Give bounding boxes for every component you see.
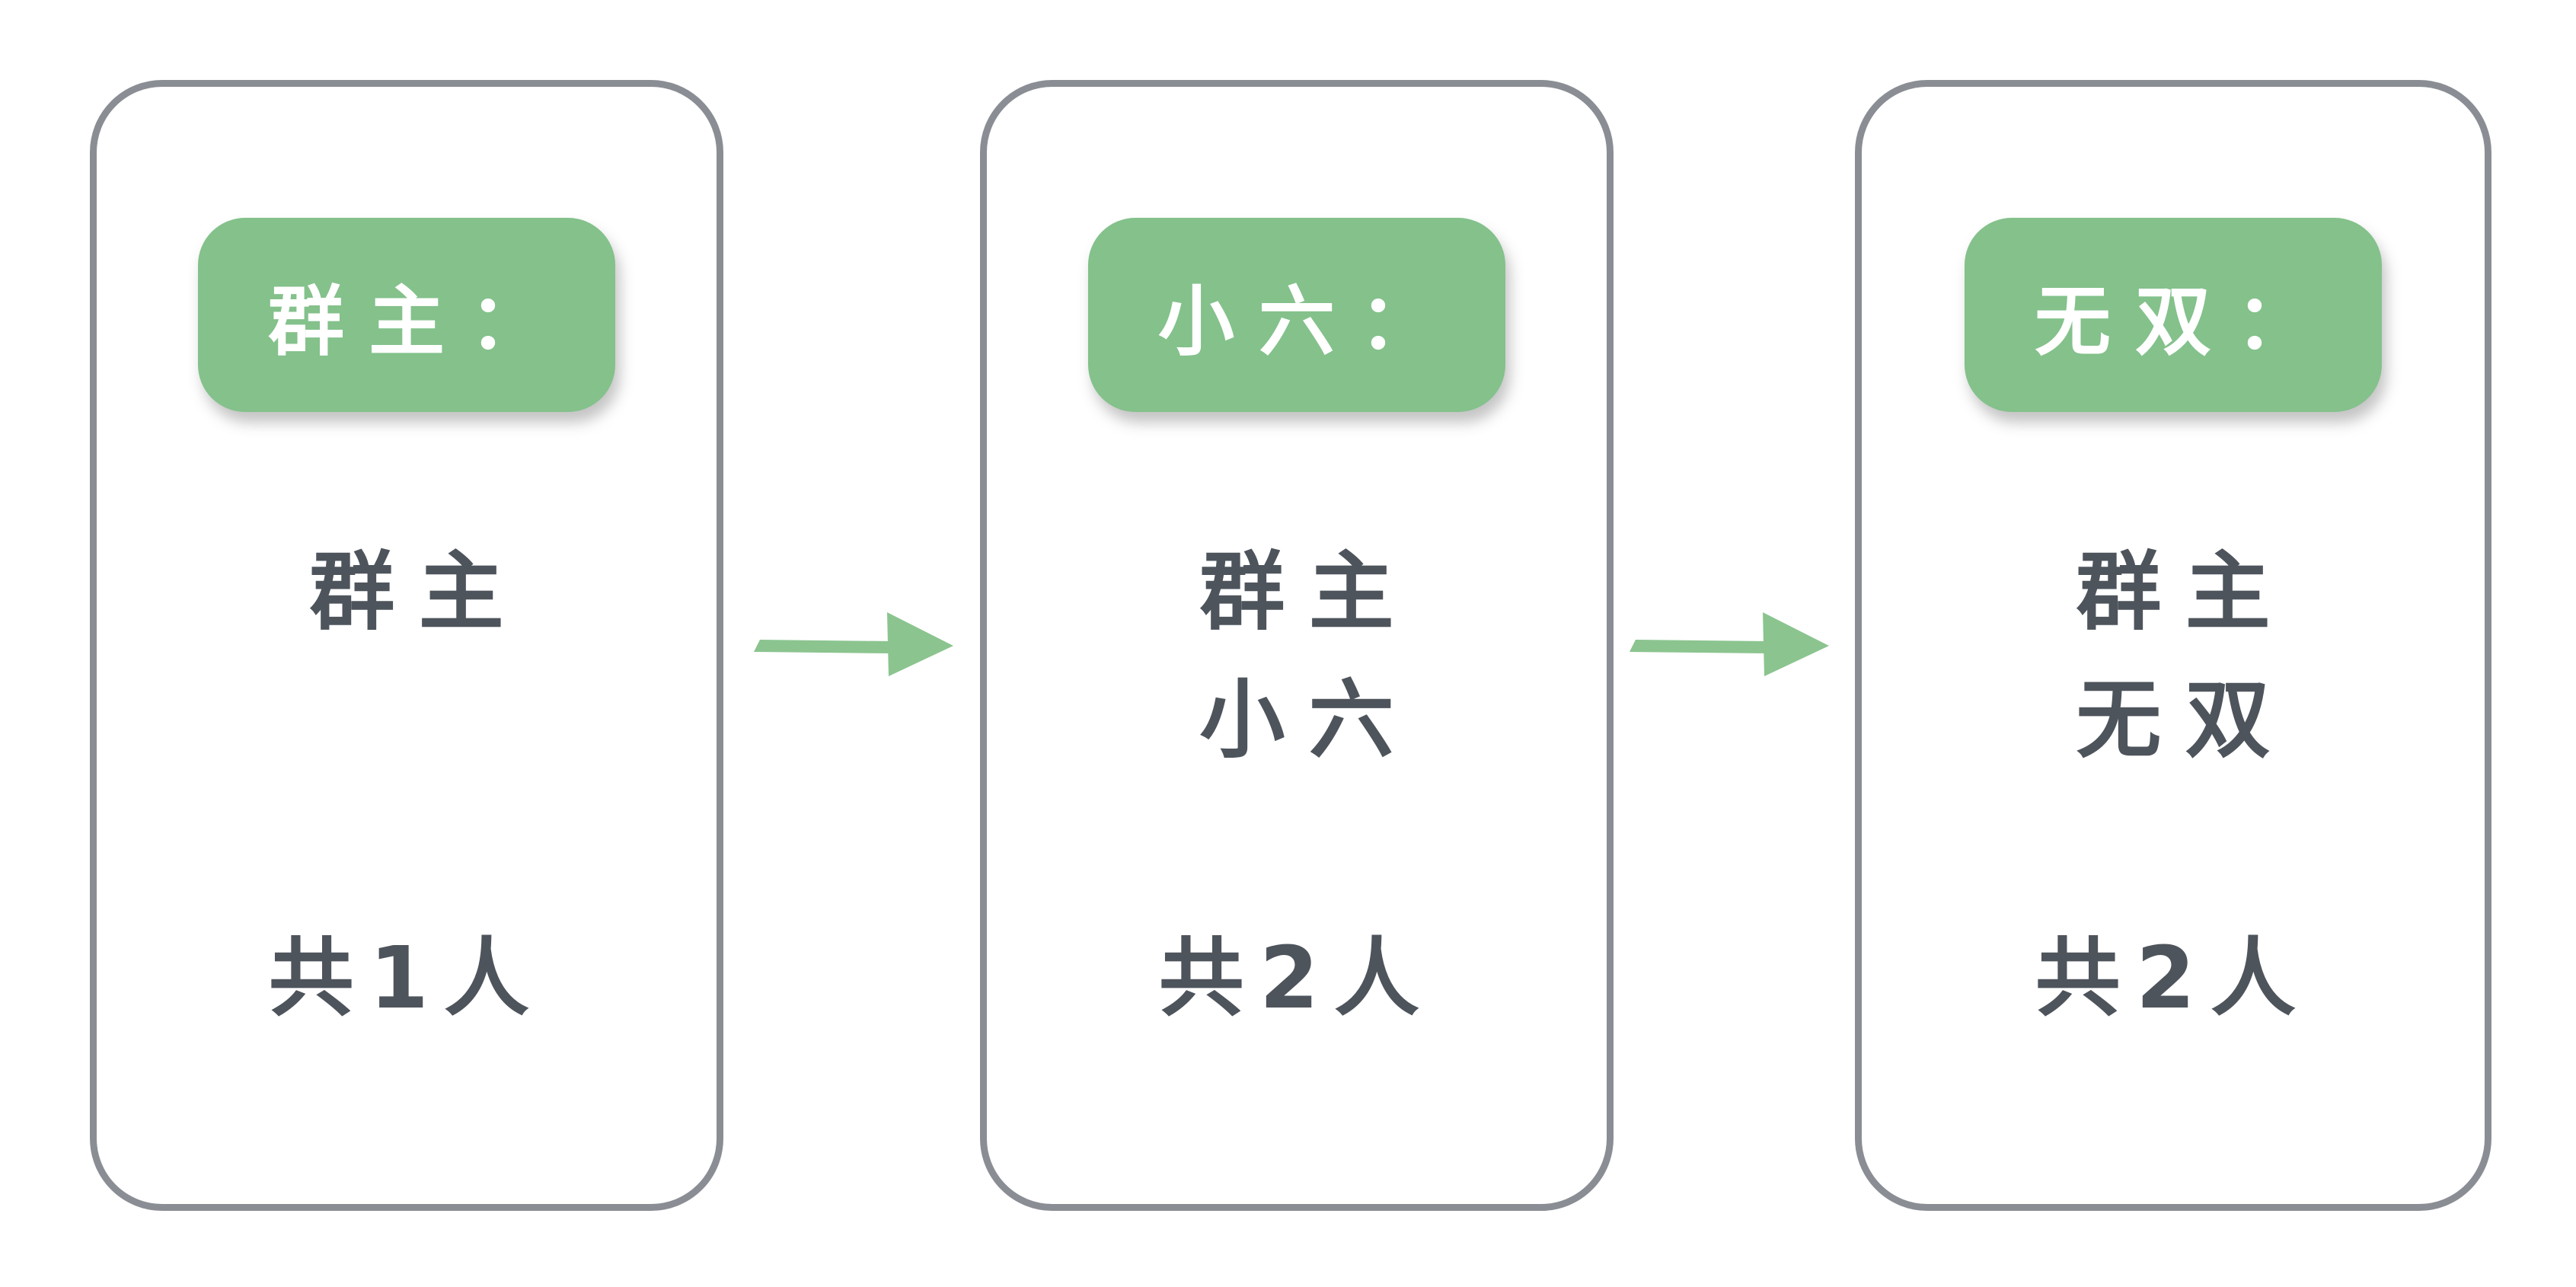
state-card-2: 小六： 群主 小六 共2人 [980, 80, 1614, 1211]
member-list-1: 群主 [97, 529, 717, 656]
member-list-3: 群主 无双 [1862, 529, 2485, 784]
flow-arrow-right-2 [1630, 612, 1829, 676]
speaker-badge-label: 无双： [2035, 277, 2336, 366]
member-list-2: 群主 小六 [987, 529, 1607, 784]
speaker-badge-3: 无双： [1965, 218, 2382, 412]
speaker-badge-label: 群主： [268, 277, 570, 366]
member-name: 群主 [309, 543, 528, 642]
flow-arrow-right-1 [754, 612, 953, 676]
state-card-1: 群主： 群主 共1人 [90, 80, 723, 1211]
speaker-badge-2: 小六： [1088, 218, 1505, 412]
member-name: 无双 [2076, 671, 2295, 770]
state-card-3: 无双： 群主 无双 共2人 [1855, 80, 2491, 1211]
member-count-2: 共2人 [1158, 929, 1435, 1028]
member-name: 小六 [1199, 671, 1419, 770]
speaker-badge-label: 小六： [1158, 277, 1460, 366]
member-count-1: 共1人 [268, 929, 545, 1028]
speaker-badge-1: 群主： [198, 218, 615, 412]
member-name: 群主 [1199, 543, 1419, 642]
member-name: 群主 [2076, 543, 2295, 642]
member-count-3: 共2人 [2035, 929, 2312, 1028]
